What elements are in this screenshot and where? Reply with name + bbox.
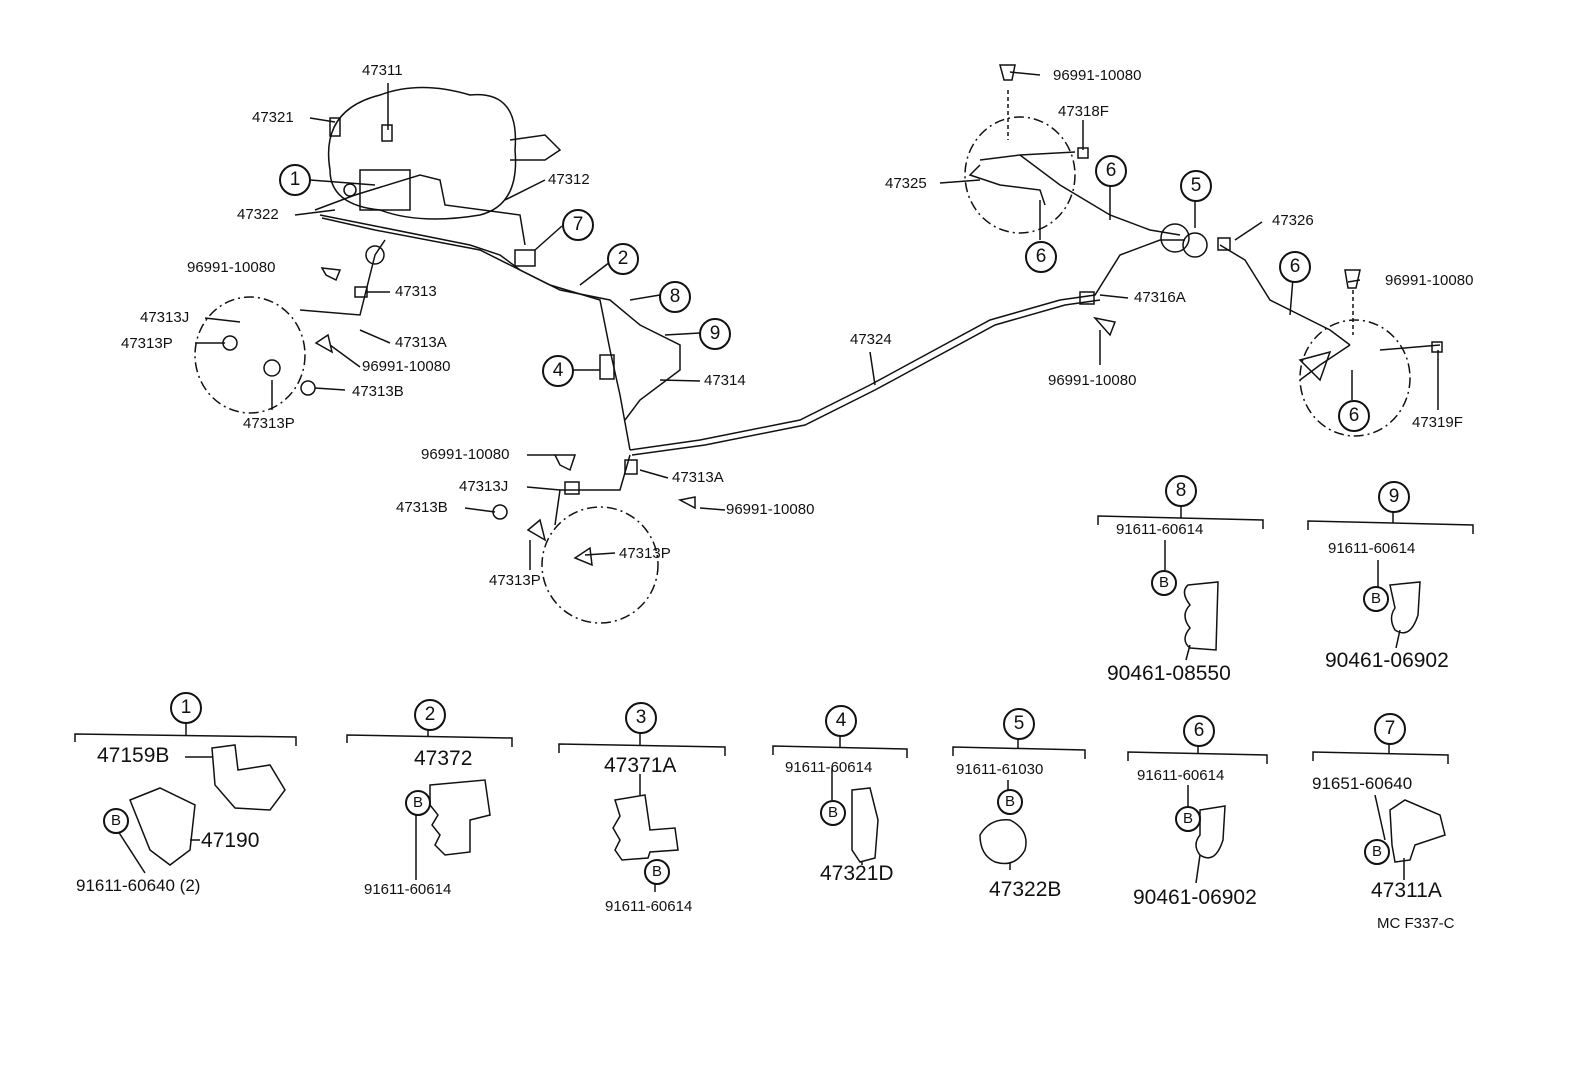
detail-8-callout: 8 [1165,475,1197,507]
callout-6-d: 6 [1338,400,1370,432]
detail-2-callout: 2 [414,699,446,731]
callout-9: 9 [699,318,731,350]
label-96991-10080-f: 96991-10080 [1385,272,1474,289]
detail-7-bolt-marker: B [1364,839,1390,865]
detail-6-callout: 6 [1183,715,1215,747]
detail-5-part: 47322B [989,878,1062,901]
detail-7-bolt: 91651-60640 [1312,774,1413,793]
label-47314: 47314 [704,372,746,389]
detail-9-callout: 9 [1378,481,1410,513]
label-47322: 47322 [237,206,279,223]
label-47313J-b: 47313J [459,478,509,495]
label-47326: 47326 [1272,212,1314,229]
callout-8: 8 [659,281,691,313]
label-47313B-b: 47313B [396,499,448,516]
label-47324: 47324 [850,331,892,348]
detail-2-part: 47372 [414,747,473,770]
detail-1-bolt-marker: B [103,808,129,834]
detail-4-bolt-marker: B [820,800,846,826]
detail-3-bolt-marker: B [644,859,670,885]
label-96991-10080-c: 96991-10080 [421,446,510,463]
detail-frames [74,506,1474,764]
label-47316A: 47316A [1134,289,1186,306]
detail-4-part: 47321D [820,862,894,885]
label-47313: 47313 [395,283,437,300]
detail-6-bolt: 91611-60614 [1137,767,1225,784]
detail-7-part: 47311A [1371,879,1442,902]
detail-8-part: 90461-08550 [1107,662,1231,685]
label-47318F: 47318F [1058,103,1109,120]
label-47311: 47311 [362,62,403,79]
rear-left-disc [964,116,1076,234]
detail-4-bolt: 91611-60614 [785,759,873,776]
detail-5-bolt: 91611-61030 [956,761,1044,778]
callout-1: 1 [279,164,311,196]
label-47313P-d: 47313P [489,572,541,589]
leader-lines [195,71,1439,570]
detail-5-bolt-marker: B [997,789,1023,815]
detail-3-part: 47371A [604,754,677,777]
detail-5-callout: 5 [1003,708,1035,740]
label-47313B-a: 47313B [352,383,404,400]
rear-right-disc [1299,319,1411,437]
detail-1-part-a: 47159B [97,744,170,767]
label-96991-10080-g: 96991-10080 [1048,372,1137,389]
detail-3-callout: 3 [625,702,657,734]
brake-lines [299,151,1441,526]
label-96991-10080-d: 96991-10080 [726,501,815,518]
front-left-disc [194,296,306,414]
detail-drawings [115,540,1446,892]
diagram-code: MC F337-C [1377,915,1455,932]
brake-booster-drawing [327,86,562,220]
detail-9-part: 90461-06902 [1325,649,1449,672]
label-47319F: 47319F [1412,414,1463,431]
detail-9-bolt: 91611-60614 [1328,540,1416,557]
label-47312: 47312 [548,171,590,188]
callout-7: 7 [562,209,594,241]
label-47313A-a: 47313A [395,334,447,351]
callout-6-a: 6 [1095,155,1127,187]
detail-8-bolt-marker: B [1151,570,1177,596]
label-47313P-a: 47313P [121,335,173,352]
label-47321: 47321 [252,109,294,126]
detail-1-part-b: 47190 [201,829,260,852]
detail-3-bolt: 91611-60614 [605,898,693,915]
fittings [222,64,1443,567]
front-right-disc [541,506,659,624]
label-47325: 47325 [885,175,927,192]
label-47313P-b: 47313P [243,415,295,432]
detail-7-callout: 7 [1374,713,1406,745]
callout-4: 4 [542,355,574,387]
detail-8-bolt: 91611-60614 [1116,521,1204,538]
detail-6-bolt-marker: B [1175,806,1201,832]
label-47313J-a: 47313J [140,309,190,326]
detail-2-bolt: 91611-60614 [364,881,452,898]
callout-5: 5 [1180,170,1212,202]
detail-9-bolt-marker: B [1363,586,1389,612]
label-96991-10080-e: 96991-10080 [1053,67,1142,84]
callout-2: 2 [607,243,639,275]
callout-6-b: 6 [1025,241,1057,273]
detail-2-bolt-marker: B [405,790,431,816]
detail-1-bolt: 91611-60640 (2) [76,876,201,895]
detail-4-callout: 4 [825,705,857,737]
detail-1-callout: 1 [170,692,202,724]
label-96991-10080-b: 96991-10080 [362,358,451,375]
callout-6-c: 6 [1279,251,1311,283]
label-47313A-b: 47313A [672,469,724,486]
label-47313P-c: 47313P [619,545,671,562]
detail-6-part: 90461-06902 [1133,886,1257,909]
label-96991-10080-a: 96991-10080 [187,259,276,276]
